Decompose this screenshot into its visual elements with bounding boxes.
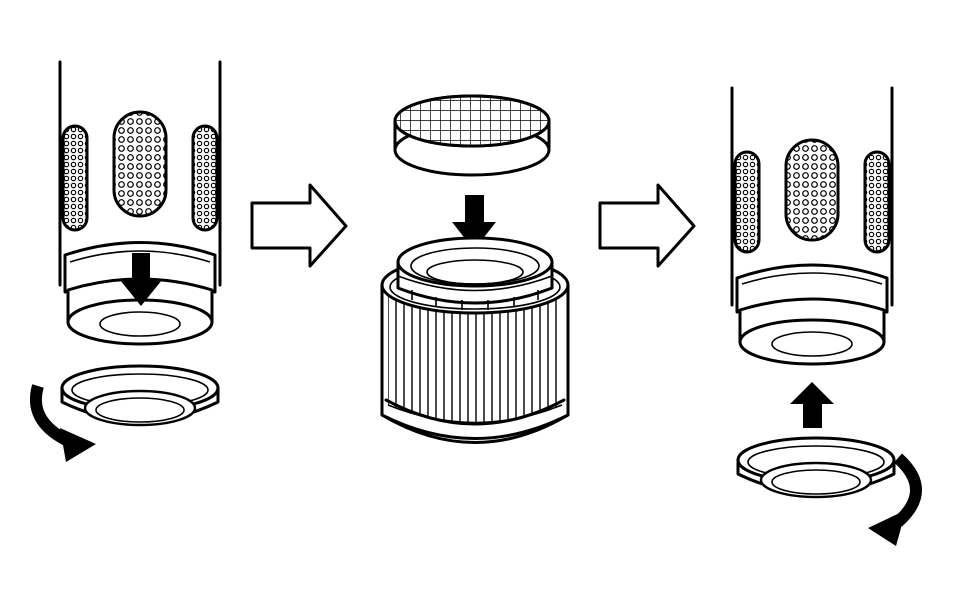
end-cap-left bbox=[60, 364, 220, 427]
perforated-slot bbox=[733, 150, 761, 254]
pleated-hepa-filter bbox=[380, 236, 570, 444]
perforated-slot bbox=[784, 138, 840, 242]
step-3-twist-on bbox=[730, 86, 922, 546]
perforated-slot bbox=[191, 124, 219, 232]
pre-filter-disc bbox=[393, 94, 551, 177]
rotate-arrow-icon bbox=[868, 453, 922, 546]
step-1-twist-off bbox=[29, 60, 222, 462]
arrow-down-icon bbox=[120, 253, 162, 306]
end-cap-right bbox=[736, 436, 896, 499]
arrow-up-icon bbox=[790, 382, 834, 428]
arrow-down-icon bbox=[452, 195, 496, 250]
step-2-insert-pre-filter bbox=[380, 94, 570, 444]
perforated-slot bbox=[863, 150, 891, 254]
next-step-arrow-icon bbox=[250, 183, 348, 268]
perforated-slot bbox=[61, 124, 89, 232]
next-step-arrow-icon bbox=[598, 183, 696, 268]
filter-tube-right bbox=[730, 86, 894, 366]
rotate-arrow-icon bbox=[29, 384, 96, 462]
perforated-slot bbox=[112, 110, 168, 218]
